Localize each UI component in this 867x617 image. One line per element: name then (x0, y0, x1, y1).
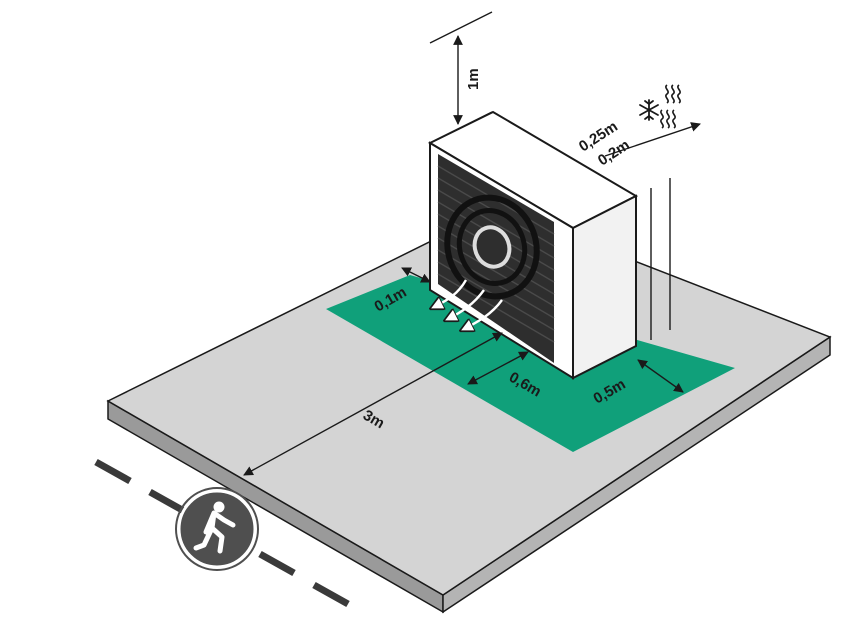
side-clearance-dimension (604, 122, 701, 346)
snowflake-icon (639, 99, 659, 121)
airflow-arrows (432, 279, 503, 330)
pedestrian-icon (175, 487, 259, 571)
unit-side (572, 194, 637, 380)
heat-pump-unit (427, 110, 639, 380)
front-zone-dimension (401, 267, 431, 283)
walkway-distance-dimension (243, 332, 503, 476)
heat-waves-icon (660, 84, 681, 129)
top-clearance-label: 1m (465, 68, 482, 90)
clearance-zone (326, 275, 735, 452)
unit-fan (444, 194, 540, 300)
right-zone-dimension (637, 359, 684, 393)
top-clearance-dimension (429, 11, 493, 144)
